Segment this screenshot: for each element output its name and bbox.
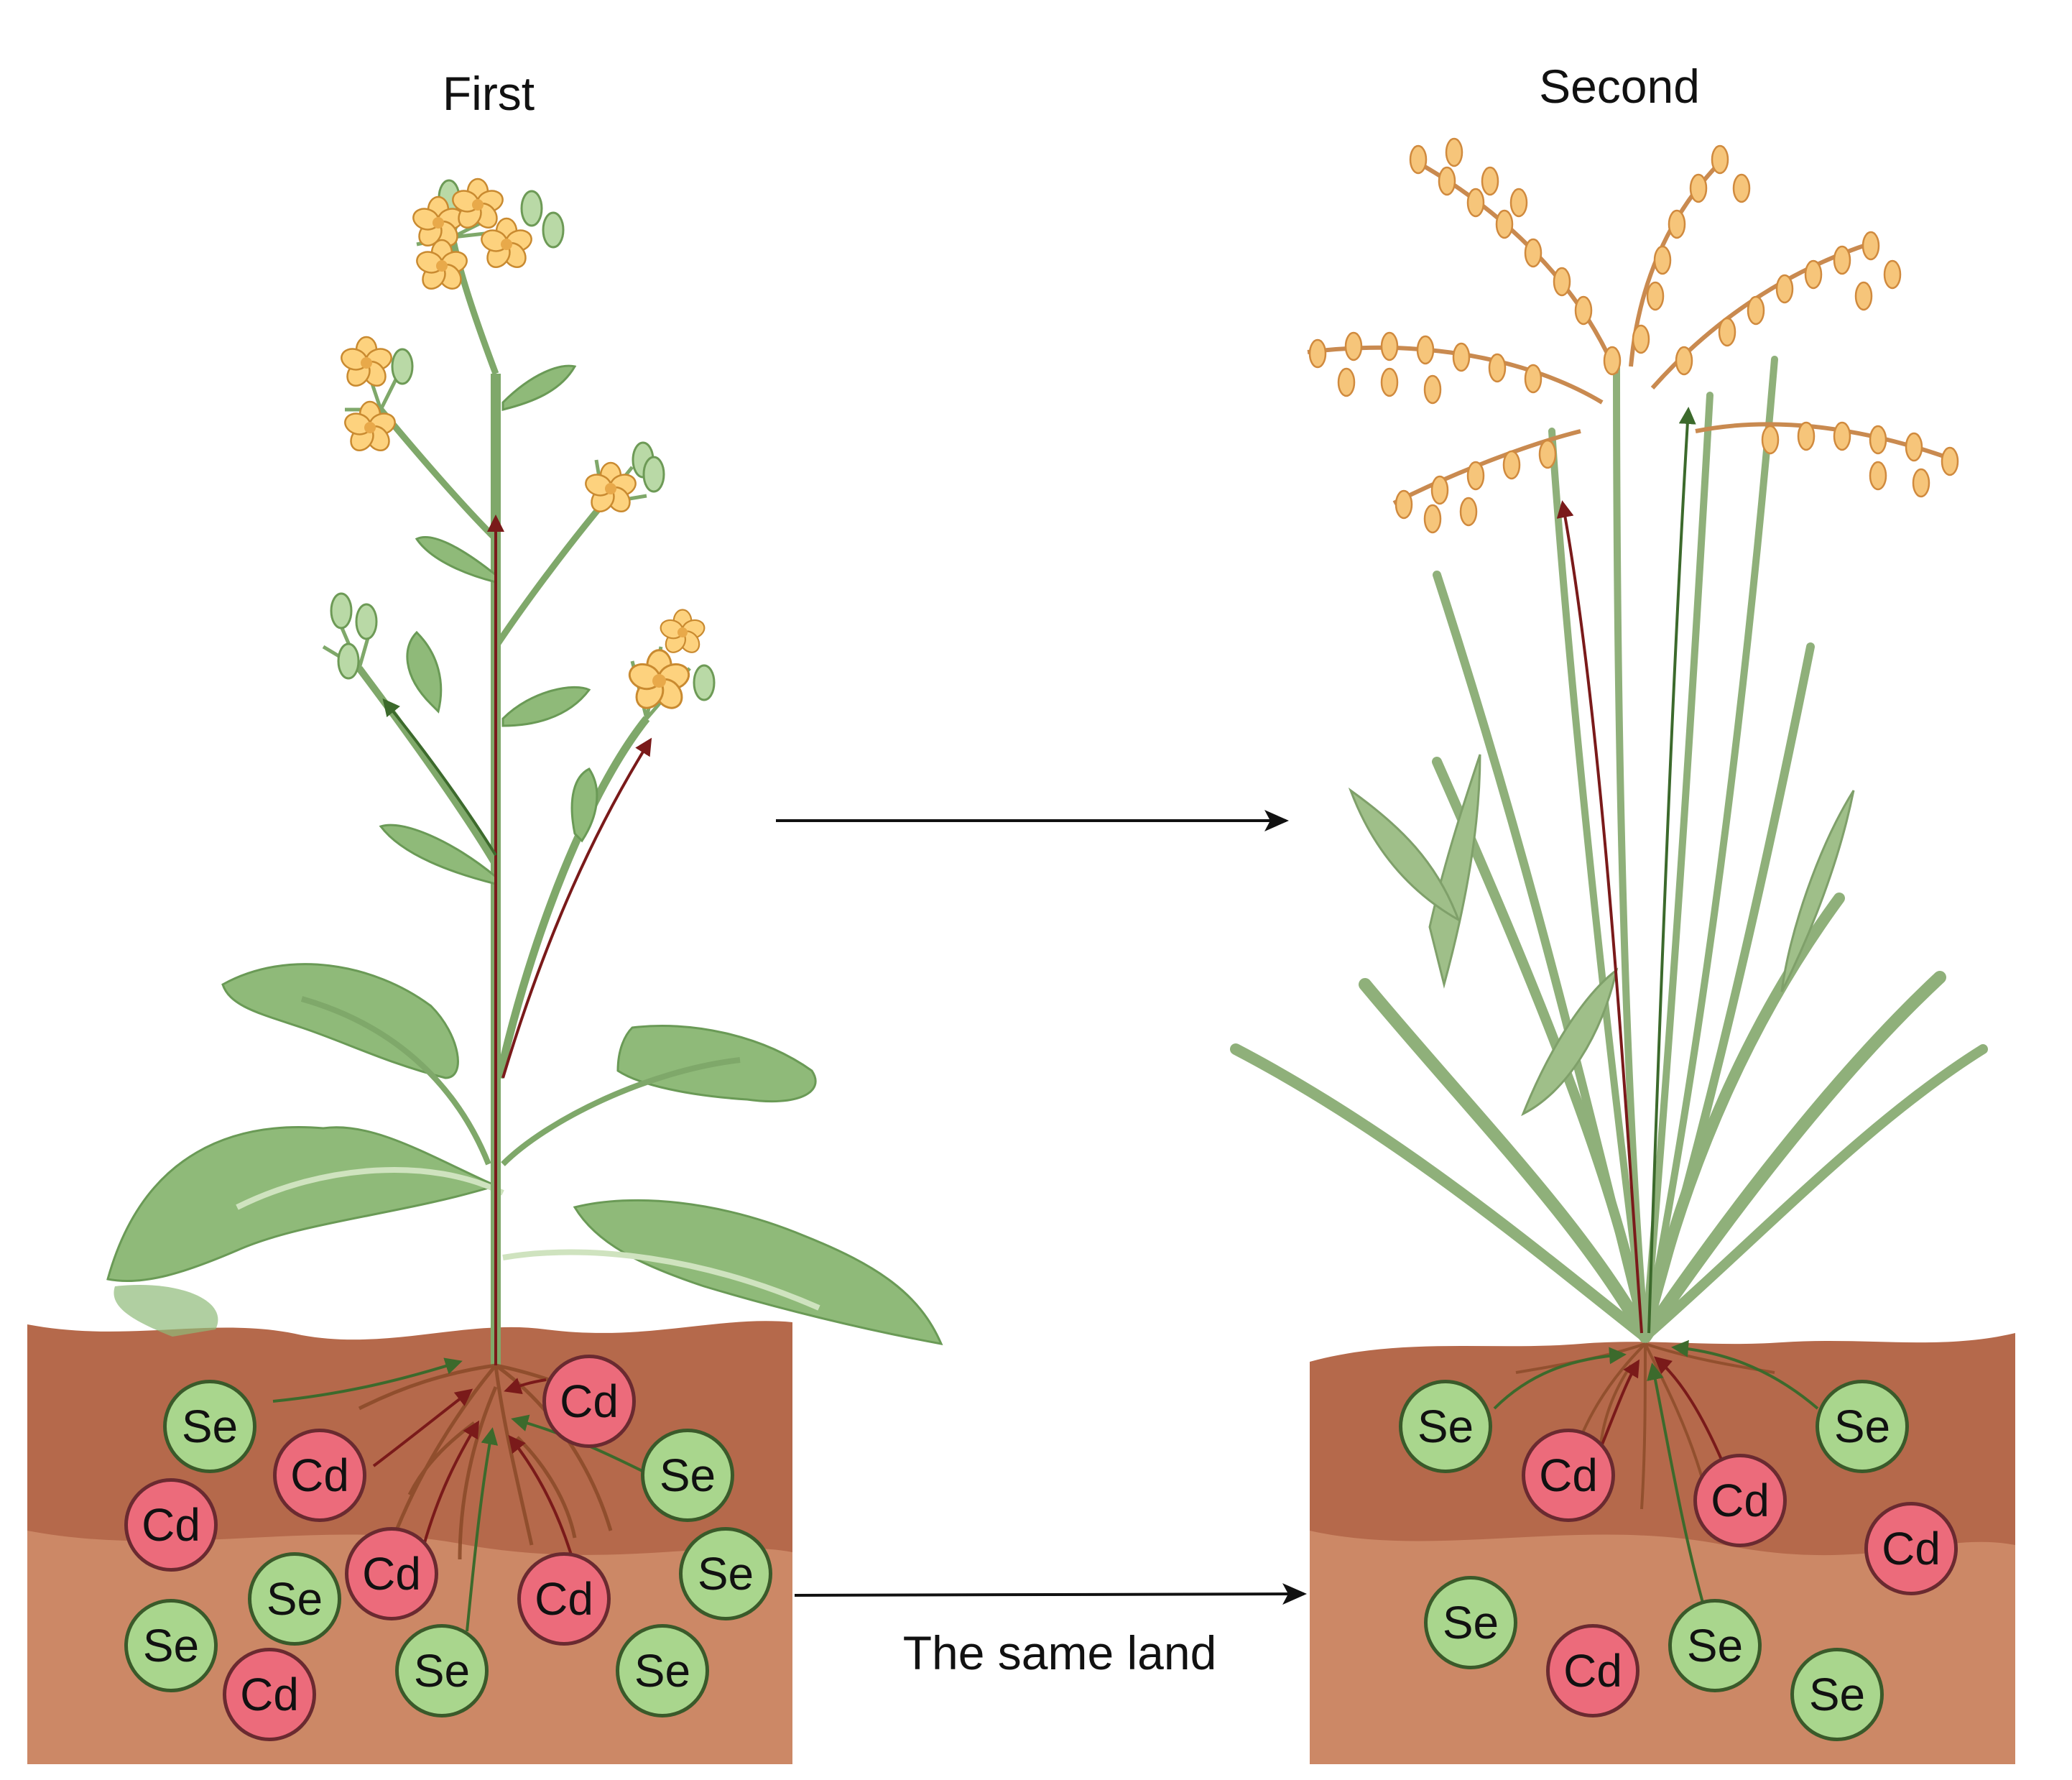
cd-ion: Cd xyxy=(1693,1454,1787,1547)
se-ion: Se xyxy=(1399,1380,1492,1473)
se-ion: Se xyxy=(1790,1648,1884,1741)
cd-ion: Cd xyxy=(273,1429,366,1522)
se-ion: Se xyxy=(1668,1599,1762,1692)
same-land-arrow xyxy=(794,1583,1307,1605)
label-same-land: The same land xyxy=(902,1626,1217,1679)
cd-ion: Cd xyxy=(1864,1502,1958,1595)
label-second: Second xyxy=(1539,60,1700,113)
se-ion: Se xyxy=(395,1624,489,1717)
se-ion: Se xyxy=(124,1599,218,1692)
se-ion: Se xyxy=(248,1552,341,1646)
se-ion: Se xyxy=(1424,1576,1517,1669)
se-ion: Se xyxy=(641,1429,734,1522)
cd-ion: Cd xyxy=(1522,1429,1615,1522)
cd-ion: Cd xyxy=(542,1355,636,1448)
cd-ion: Cd xyxy=(517,1552,611,1646)
label-first: First xyxy=(442,67,535,120)
cd-ion: Cd xyxy=(345,1527,438,1620)
cd-ion: Cd xyxy=(124,1478,218,1572)
rapeseed-plant xyxy=(106,177,943,1632)
cd-ion: Cd xyxy=(223,1648,316,1741)
se-ion: Se xyxy=(679,1527,772,1620)
se-ion: Se xyxy=(1816,1380,1909,1473)
se-ion: Se xyxy=(616,1624,709,1717)
cd-ion: Cd xyxy=(1546,1624,1639,1717)
se-ion: Se xyxy=(163,1380,256,1473)
